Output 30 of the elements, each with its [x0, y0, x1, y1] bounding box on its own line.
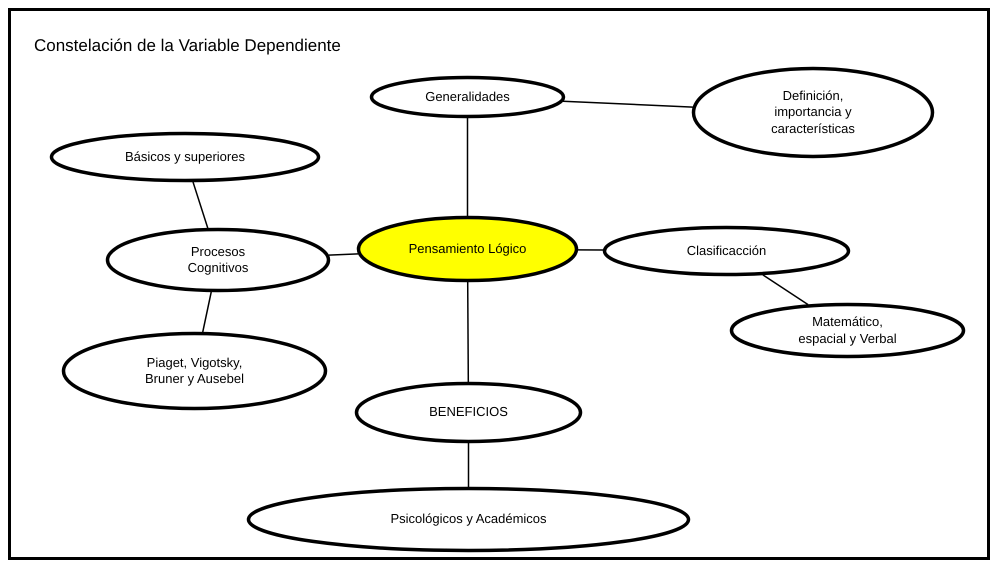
connector-line — [466, 118, 468, 216]
node-label: Definición, importancia y características — [770, 88, 856, 137]
connector-line — [578, 249, 604, 251]
ellipse-node — [692, 67, 934, 158]
ellipse-node — [730, 303, 965, 358]
node-label: Matemático, espacial y Verbal — [797, 314, 898, 347]
ellipse-node — [603, 226, 850, 276]
ellipse-node — [355, 382, 582, 443]
node-label: Pensamiento Lógico — [408, 240, 526, 258]
ellipse-node — [357, 216, 578, 282]
connector-line — [762, 274, 808, 306]
diagram-title: Constelación de la Variable Dependiente — [34, 36, 341, 56]
node-label: Piaget, Vigotsky, Bruner y Ausebel — [144, 354, 245, 388]
ellipse-node — [370, 76, 565, 118]
connector-line — [466, 282, 470, 382]
node-label: Generalidades — [425, 88, 510, 106]
node-label: Básicos y superiores — [125, 148, 245, 166]
node-label: Procesos Cognitivos — [186, 244, 250, 276]
connector-line — [192, 182, 208, 228]
connector-line — [328, 253, 358, 256]
ellipse-node — [50, 132, 320, 182]
connector-line — [202, 292, 212, 332]
connector-line — [468, 443, 470, 487]
node-label: Psicológicos y Académicos — [390, 511, 547, 528]
ellipse-node — [62, 332, 327, 410]
ellipse-node — [106, 228, 330, 292]
ellipse-node — [247, 487, 690, 552]
connector-line — [562, 100, 693, 108]
node-label: BENEFICIOS — [429, 404, 508, 421]
node-label: Clasificacción — [686, 242, 766, 260]
